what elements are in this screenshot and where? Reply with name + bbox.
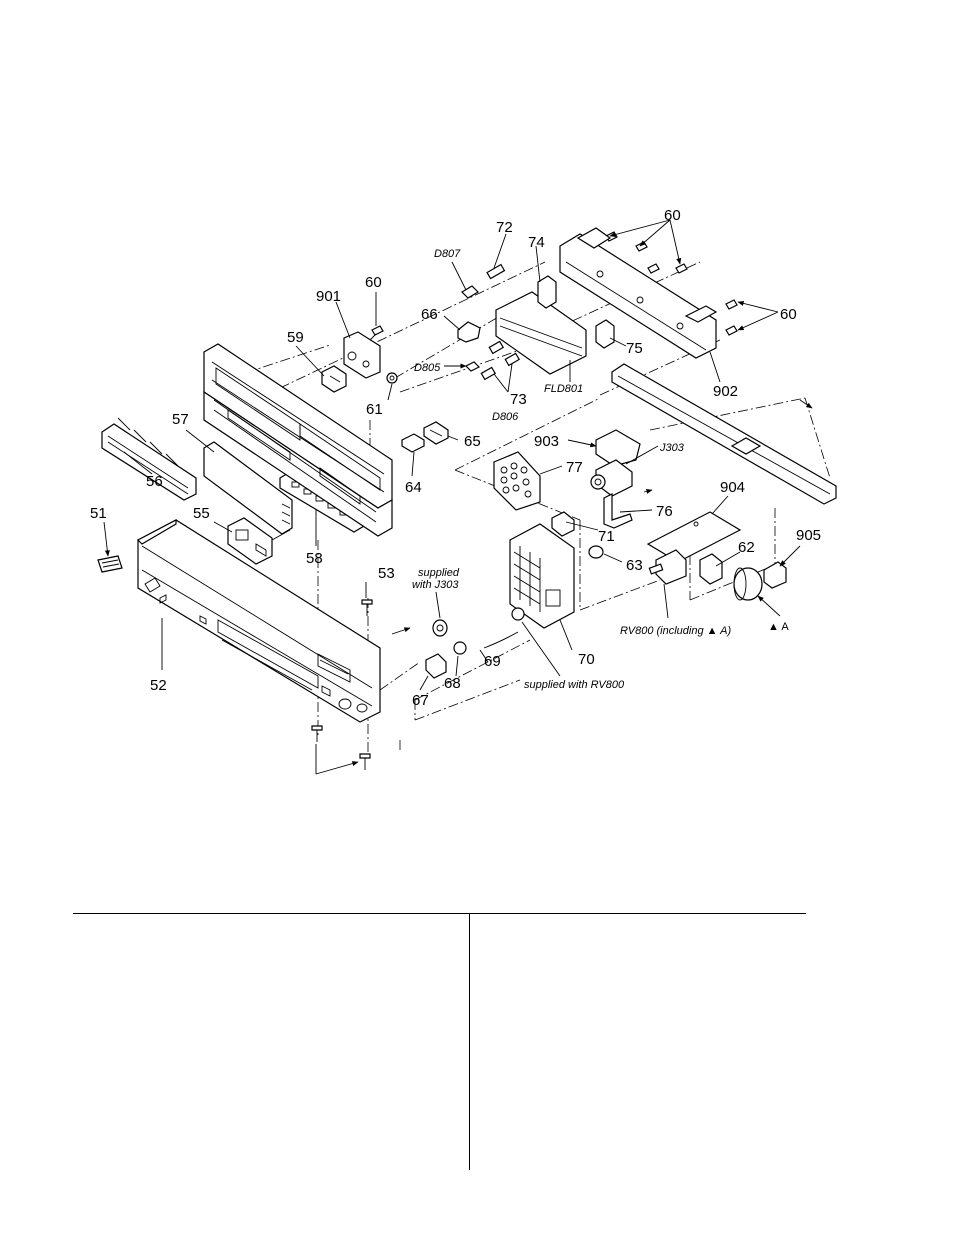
label-73: 73	[510, 391, 527, 408]
label-60-b: 60	[664, 207, 681, 224]
label-76: 76	[656, 503, 673, 520]
nut-j303	[433, 620, 447, 636]
screw-61	[387, 373, 397, 383]
label-67: 67	[412, 692, 429, 709]
label-75: 75	[626, 340, 643, 357]
label-57: 57	[172, 411, 189, 428]
label-58: 58	[306, 550, 323, 567]
label-60-c: 60	[780, 306, 797, 323]
label-903: 903	[534, 433, 559, 450]
label-69: 69	[484, 653, 501, 670]
jack-j303	[591, 460, 632, 496]
label-53: 53	[378, 565, 395, 582]
ref-rv800: RV800 (including ▲ A)	[620, 625, 732, 637]
motor-a	[734, 568, 762, 600]
label-71: 71	[598, 528, 615, 545]
label-51: 51	[90, 505, 107, 522]
label-77: 77	[566, 459, 583, 476]
label-62: 62	[738, 539, 755, 556]
ref-d805: D805	[414, 362, 441, 374]
label-72: 72	[496, 219, 513, 236]
label-74: 74	[528, 234, 545, 251]
ref-j303: J303	[659, 442, 685, 454]
exploded-parts-diagram: 51 52 53 55 56 57 58 59 60 60 60 61 62 6…	[0, 0, 954, 900]
shaft-69	[484, 608, 524, 648]
bracket-76	[604, 494, 632, 528]
badge-51	[98, 556, 122, 572]
label-904: 904	[720, 479, 745, 496]
pot-rv800	[649, 550, 686, 584]
label-61: 61	[366, 401, 383, 418]
table-top-rule	[73, 913, 806, 914]
label-55: 55	[193, 505, 210, 522]
label-905: 905	[796, 527, 821, 544]
label-56: 56	[146, 473, 163, 490]
ref-d807: D807	[434, 248, 461, 260]
keypad-77	[494, 452, 540, 510]
label-52: 52	[150, 677, 167, 694]
part-66	[458, 322, 480, 342]
ref-triangle-a: ▲ A	[768, 621, 789, 633]
note-supplied-rv800: supplied with RV800	[524, 679, 625, 691]
label-65: 65	[464, 433, 481, 450]
note-supplied-j303-line1: supplied	[418, 567, 460, 579]
label-59: 59	[287, 329, 304, 346]
label-64: 64	[405, 479, 422, 496]
knob-63	[589, 546, 603, 558]
label-66: 66	[421, 306, 438, 323]
label-60-a: 60	[365, 274, 382, 291]
label-902: 902	[713, 383, 738, 400]
label-70: 70	[578, 651, 595, 668]
parts-table-frame	[73, 913, 806, 1170]
label-901: 901	[316, 288, 341, 305]
ref-d806: D806	[492, 411, 519, 423]
ref-fld801: FLD801	[544, 383, 583, 395]
parts-64-65	[402, 422, 448, 452]
label-63: 63	[626, 557, 643, 574]
knob-67-68	[426, 642, 466, 678]
table-column-divider	[469, 913, 470, 1170]
note-supplied-j303-line2: with J303	[412, 579, 459, 591]
part-71	[552, 512, 574, 536]
bracket-901	[344, 332, 380, 378]
sheet-903	[596, 430, 640, 466]
label-68: 68	[444, 675, 461, 692]
holder-59	[322, 366, 346, 392]
